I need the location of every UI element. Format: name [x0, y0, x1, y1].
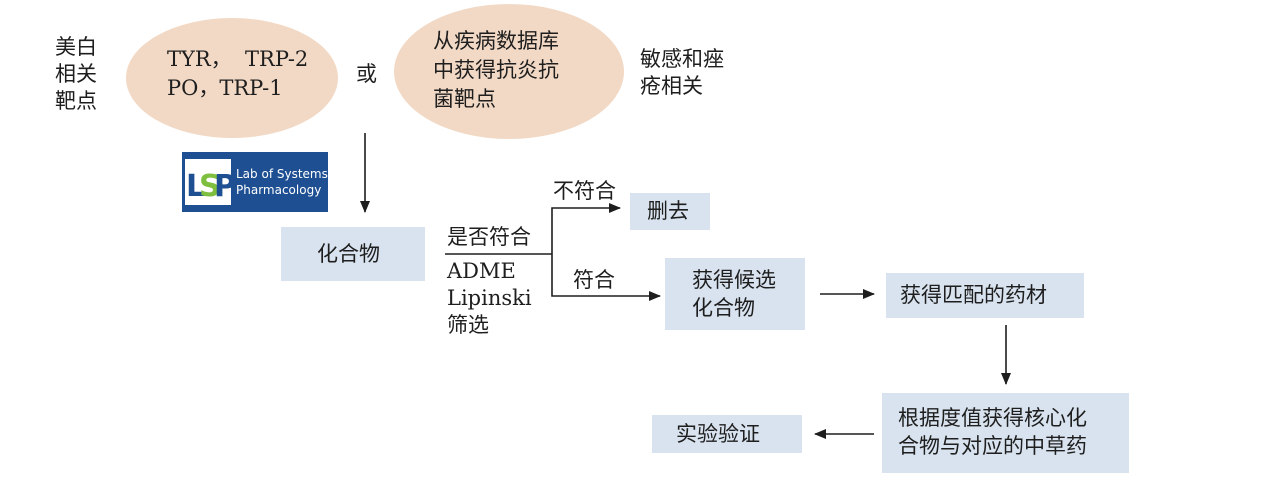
candidate-compounds-box: 获得候选 化合物 — [665, 258, 805, 330]
logo-line-1: Lab of Systems — [236, 167, 328, 181]
delete-box: 删去 — [630, 193, 710, 230]
acne-label: 敏感和痤 疮相关 — [640, 47, 724, 98]
svg-text:L: L — [186, 169, 205, 204]
core-compounds-label: 根据度值获得核心化 合物与对应的中草药 — [898, 406, 1087, 458]
not-compliant-label: 不符合 — [553, 179, 616, 203]
not-compliant-arrow — [551, 203, 621, 254]
compliant-label: 符合 — [573, 268, 615, 292]
targets-ellipse — [126, 18, 338, 138]
svg-text:P: P — [214, 169, 231, 204]
matched-herbs-box: 获得匹配的药材 — [886, 273, 1084, 318]
delete-box-label: 删去 — [647, 199, 689, 223]
database-line-2: 中获得抗炎抗 — [433, 58, 559, 82]
adme-lipinski-screening-label: ADME Lipinski 筛选 — [447, 259, 532, 337]
verification-label: 实验验证 — [676, 422, 760, 446]
is-compliant-label: 是否符合 — [447, 225, 531, 249]
compliant-arrow — [551, 254, 661, 301]
whitening-targets-label: 美白 相关 靶点 — [55, 35, 97, 113]
targets-line-2: PO，TRP-1 — [167, 76, 283, 100]
lsp-logo: L S P Lab of Systems Pharmacology — [182, 152, 328, 212]
compounds-box-label: 化合物 — [317, 242, 380, 266]
or-label: 或 — [356, 62, 377, 86]
svg-text:S: S — [199, 169, 221, 204]
verification-box: 实验验证 — [652, 415, 802, 453]
database-targets-ellipse — [394, 4, 624, 139]
database-line-3: 菌靶点 — [433, 87, 496, 111]
compounds-box: 化合物 — [281, 227, 425, 281]
lsp-logo-icon: L S P — [185, 159, 231, 205]
matched-herbs-label: 获得匹配的药材 — [900, 283, 1047, 307]
targets-line-1: TYR， TRP-2 — [167, 47, 309, 71]
candidate-compounds-label: 获得候选 化合物 — [692, 268, 776, 320]
logo-line-2: Pharmacology — [236, 183, 322, 197]
database-line-1: 从疾病数据库 — [433, 29, 559, 53]
core-compounds-box: 根据度值获得核心化 合物与对应的中草药 — [882, 393, 1129, 473]
